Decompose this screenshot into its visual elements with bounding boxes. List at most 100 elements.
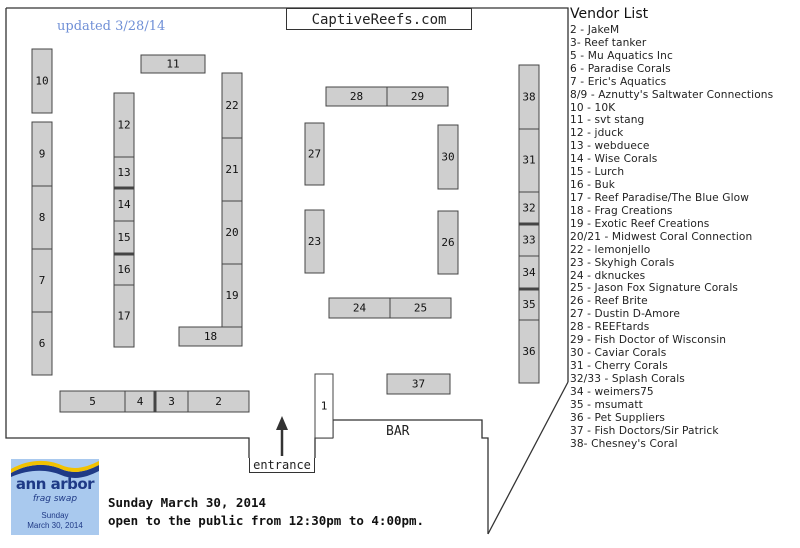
table-number: 1	[321, 400, 328, 413]
table-number: 19	[225, 289, 238, 302]
updated-date: updated 3/28/14	[57, 19, 166, 34]
table-21: 21	[221, 137, 243, 202]
table-number: 11	[166, 58, 179, 71]
table-24: 24	[328, 297, 391, 319]
table-number: 30	[441, 151, 454, 164]
vendor-list-item: 36 - Pet Suppliers	[570, 411, 666, 424]
bar-wall	[333, 419, 489, 534]
table-number: 29	[411, 90, 424, 103]
table-number: 36	[522, 345, 535, 358]
vendor-list-item: 29 - Fish Doctor of Wisconsin	[570, 334, 727, 347]
vendor-list-item: 25 - Jason Fox Signature Corals	[570, 282, 739, 295]
table-rect	[304, 122, 325, 186]
table-18: 18	[178, 326, 243, 347]
room-wall-bottom	[314, 437, 333, 458]
table-14: 14	[113, 187, 135, 222]
table-10: 10	[31, 48, 53, 114]
table-number: 7	[39, 274, 46, 287]
table-rect	[113, 284, 135, 348]
table-number: 12	[117, 119, 130, 132]
logo-subtitle: frag swap	[32, 494, 78, 504]
vendor-list-item: 22 - lemonjello	[570, 243, 651, 256]
vendor-list-item: 37 - Fish Doctors/Sir Patrick	[570, 424, 719, 437]
table-11: 11	[140, 54, 206, 74]
table-6: 6	[31, 311, 53, 376]
table-number: 17	[117, 310, 130, 323]
logo-date: March 30, 2014	[27, 521, 83, 530]
table-number: 24	[353, 302, 367, 315]
vendor-list-item: 13 - webduece	[570, 140, 650, 153]
table-number: 23	[308, 235, 321, 248]
table-number: 4	[137, 395, 144, 408]
table-number: 35	[522, 298, 535, 311]
table-number: 37	[412, 378, 425, 391]
table-number: 13	[117, 166, 130, 179]
vendor-list-item: 38- Chesney's Coral	[570, 437, 678, 450]
table-1: 1	[314, 373, 334, 439]
table-37: 37	[386, 373, 451, 395]
table-number: 10	[35, 75, 48, 88]
site-name-banner: CaptiveReefs.com	[286, 8, 472, 30]
table-rect	[304, 209, 325, 274]
table-number: 21	[225, 163, 238, 176]
table-rect	[437, 210, 459, 275]
table-rect	[518, 319, 540, 384]
vendor-list-item: 14 - Wise Corals	[570, 153, 658, 166]
table-20: 20	[221, 200, 243, 265]
vendor-list-item: 12 - jduck	[570, 127, 624, 140]
vendor-list-item: 11 - svt stang	[570, 114, 645, 127]
vendor-list-item: 7 - Eric's Aquatics	[570, 75, 667, 88]
table-rect	[386, 373, 451, 395]
table-number: 28	[350, 90, 363, 103]
vendor-list-item: 26 - Reef Brite	[570, 295, 648, 308]
table-number: 32	[522, 202, 535, 215]
vendor-list-item: 5 - Mu Aquatics Inc	[570, 49, 673, 62]
vendor-list-item: 19 - Exotic Reef Creations	[570, 217, 710, 230]
vendor-list-item: 27 - Dustin D-Amore	[570, 308, 680, 321]
table-rect	[31, 48, 53, 114]
table-17: 17	[113, 284, 135, 348]
entrance-label: entrance	[249, 458, 315, 473]
vendor-list-item: 6 - Paradise Corals	[570, 62, 671, 75]
entrance-arrow	[276, 416, 288, 456]
table-12: 12	[113, 92, 135, 158]
table-29: 29	[386, 86, 449, 107]
logo-day: Sunday	[41, 511, 69, 520]
wall-diagonal	[487, 381, 569, 535]
vendor-list-item: 35 - msumatt	[570, 398, 643, 411]
table-number: 31	[522, 154, 535, 167]
room-wall-left	[5, 8, 250, 458]
table-number: 3	[168, 395, 175, 408]
vendor-list-item: 2 - JakeM	[570, 24, 620, 36]
table-38: 38	[518, 64, 540, 130]
table-4: 4	[124, 390, 156, 413]
table-19: 19	[221, 263, 243, 328]
table-rect	[314, 373, 334, 439]
vendor-list-item: 16 - Buk	[570, 179, 615, 192]
table-13: 13	[113, 156, 135, 189]
table-36: 36	[518, 319, 540, 384]
bar-label: BAR	[386, 424, 410, 439]
table-number: 14	[117, 198, 131, 211]
vendor-list-item: 34 - weimers75	[570, 385, 654, 398]
table-rect	[178, 326, 243, 347]
event-info: Sunday March 30, 2014 open to the public…	[108, 494, 424, 530]
table-number: 16	[117, 263, 130, 276]
table-27: 27	[304, 122, 325, 186]
table-rect	[386, 86, 449, 107]
vendor-list-item: 15 - Lurch	[570, 166, 625, 179]
vendor-list-item: 17 - Reef Paradise/The Blue Glow	[570, 191, 749, 204]
table-25: 25	[389, 297, 452, 319]
table-number: 38	[522, 91, 535, 104]
event-logo: ann arbor frag swap Sunday March 30, 201…	[11, 459, 99, 535]
table-number: 33	[522, 234, 535, 247]
table-22: 22	[221, 72, 243, 139]
table-32: 32	[518, 191, 540, 225]
table-number: 15	[117, 231, 130, 244]
logo-wave-icon	[11, 460, 99, 478]
vendor-list-item: 8/9 - Aznutty's Saltwater Connections	[570, 88, 774, 101]
vendor-list-item: 23 - Skyhigh Corals	[570, 256, 675, 269]
table-9: 9	[31, 121, 53, 187]
